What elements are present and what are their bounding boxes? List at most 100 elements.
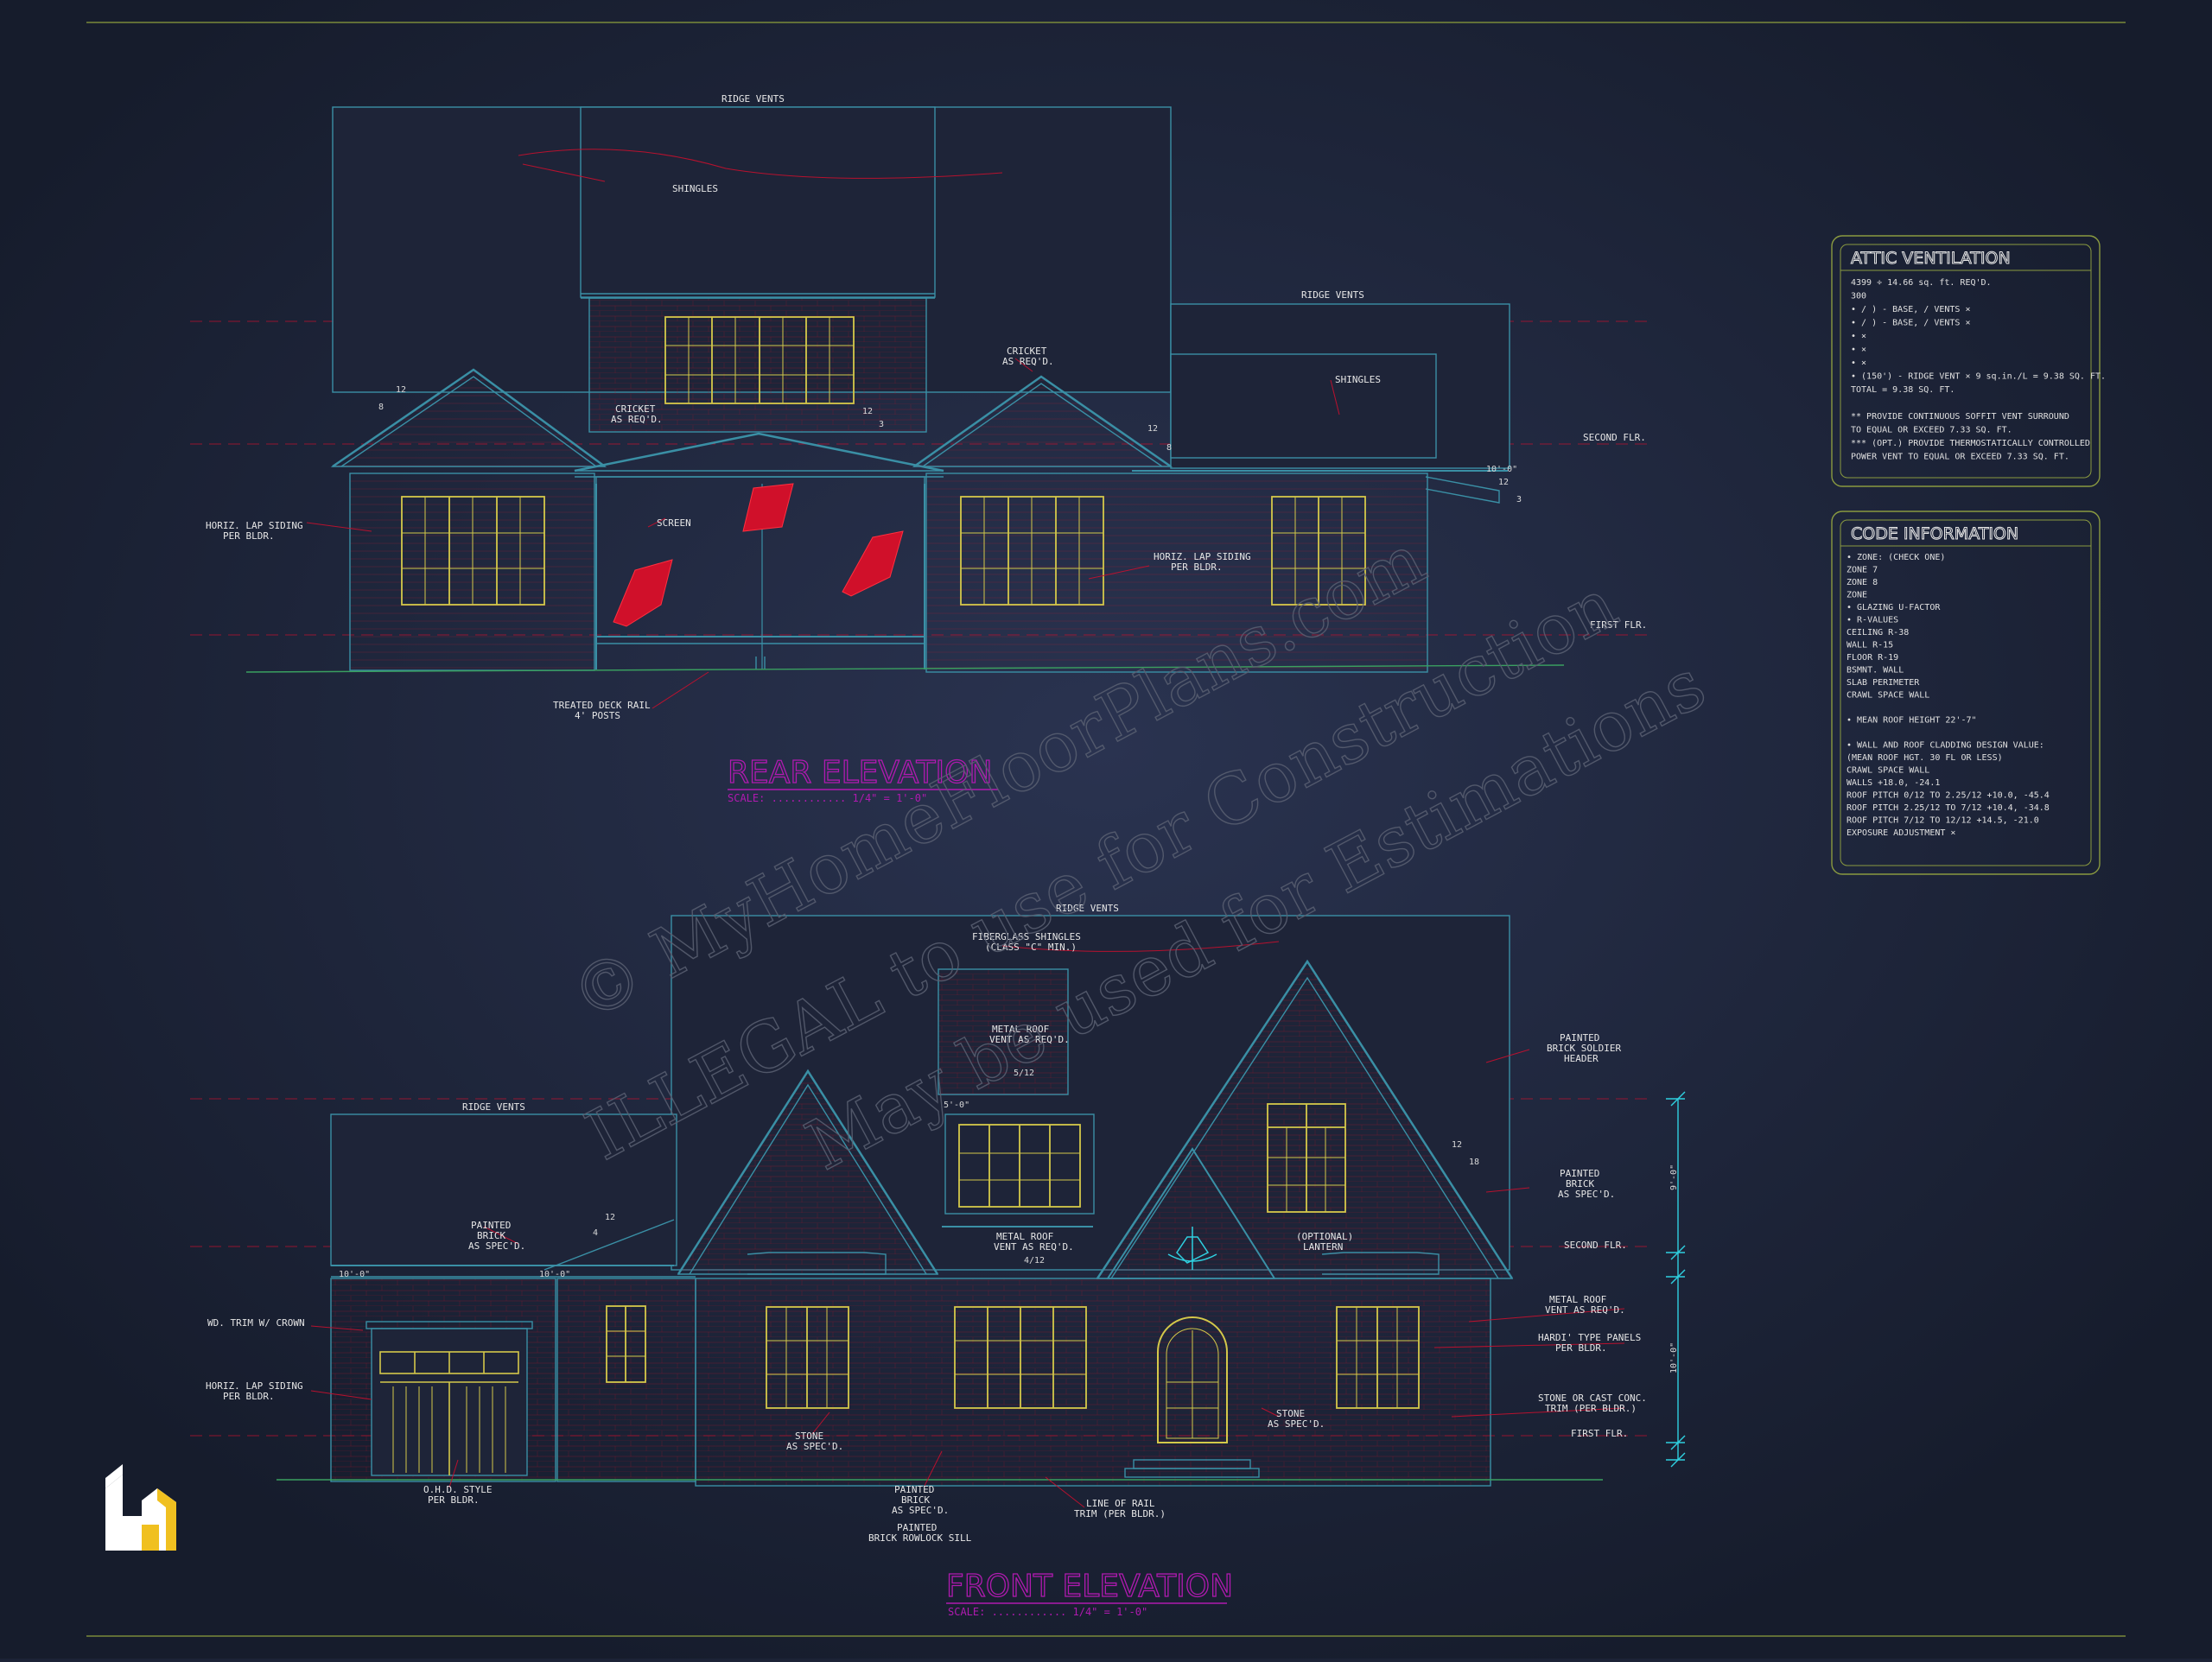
code-line: EXPOSURE ADJUSTMENT × [1847, 828, 1955, 838]
rear-pitch-12-c: 12 [1147, 424, 1158, 434]
house-h-logo-icon [105, 1464, 176, 1551]
code-line: • ZONE: (CHECK ONE) [1847, 553, 1945, 562]
rear-pitch-12-b: 12 [862, 407, 873, 416]
front-label-stone-cast-1: STONE OR CAST CONC. [1538, 1392, 1647, 1404]
code-line: WALLS +18.0, -24.1 [1847, 778, 1940, 788]
rear-label-siding-right-2: PER BLDR. [1171, 561, 1223, 573]
front-pitch-12-a: 12 [605, 1213, 615, 1222]
front-windows [606, 1103, 1420, 1409]
rear-label-cricket-left-1: CRICKET [615, 403, 656, 415]
attic-line: • × [1851, 332, 1866, 341]
attic-line: • (150') - RIDGE VENT × 9 sq.in./L = 9.3… [1851, 372, 2106, 382]
front-label-hardi-2: PER BLDR. [1555, 1342, 1607, 1354]
front-label-painted-right-3: AS SPEC'D. [1558, 1189, 1615, 1200]
rear-pitch-8-a: 8 [378, 403, 384, 412]
rear-label-screen: SCREEN [657, 517, 691, 529]
front-label-stone-right-1: STONE [1276, 1408, 1305, 1419]
front-label-soldier-1: PAINTED [1560, 1032, 1599, 1044]
attic-line: • / ) - BASE, / VENTS × [1851, 305, 1970, 314]
rear-elevation-scale: SCALE: ............ 1/4" = 1'-0" [728, 792, 927, 804]
front-pitch-12-b: 12 [1452, 1140, 1462, 1150]
code-line: ZONE 8 [1847, 578, 1878, 587]
code-line: • GLAZING U-FACTOR [1847, 603, 1941, 612]
front-label-metal-roof-upper-2: VENT AS REQ'D. [989, 1034, 1070, 1045]
attic-line: ** PROVIDE CONTINUOUS SOFFIT VENT SURROU… [1851, 412, 2069, 422]
rear-label-shingles-right: SHINGLES [1335, 374, 1381, 385]
front-pitch-18-b: 18 [1469, 1158, 1479, 1167]
code-line: ZONE [1847, 591, 1867, 600]
lantern-icon [1167, 1227, 1217, 1270]
code-line: BSMNT. WALL [1847, 666, 1904, 676]
front-label-soldier-2: BRICK SOLDIER [1547, 1043, 1621, 1054]
attic-line: 300 [1851, 292, 1866, 301]
front-pitch-4-a: 4 [593, 1228, 598, 1238]
front-label-wd-trim: WD. TRIM W/ CROWN [207, 1317, 305, 1329]
front-label-fiberglass-1: FIBERGLASS SHINGLES [972, 931, 1081, 942]
front-dim-5-0: 5'-0" [944, 1101, 969, 1110]
front-elevation [190, 915, 1686, 1508]
attic-line: 4399 ÷ 14.66 sq. ft. REQ'D. [1851, 278, 1992, 288]
front-label-metal-roof-center-2: VENT AS REQ'D. [994, 1241, 1074, 1253]
attic-ventilation-title: ATTIC VENTILATION [1851, 249, 2011, 268]
front-label-lantern-2: LANTERN [1303, 1241, 1343, 1253]
code-line: • MEAN ROOF HEIGHT 22'-7" [1847, 716, 1977, 726]
front-label-painted-bottom-3: AS SPEC'D. [892, 1505, 949, 1516]
rear-label-deck-rail-1: TREATED DECK RAIL [553, 700, 651, 711]
front-label-ridge-vents-top: RIDGE VENTS [1056, 903, 1119, 914]
rear-label-second-flr: SECOND FLR. [1583, 432, 1646, 443]
rear-pitch-3-b: 3 [879, 420, 884, 429]
code-line: FLOOR R-19 [1847, 653, 1898, 663]
front-label-soldier-3: HEADER [1564, 1053, 1599, 1064]
code-information-title: CODE INFORMATION [1851, 524, 2018, 543]
front-label-second-flr: SECOND FLR. [1564, 1240, 1627, 1251]
attic-ventilation-panel: ATTIC VENTILATION 4399 ÷ 14.66 sq. ft. R… [1831, 235, 2106, 487]
front-label-ohd-2: PER BLDR. [428, 1494, 480, 1506]
front-label-painted-bottom-2: BRICK [901, 1494, 930, 1506]
rear-pitch-12-d: 12 [1498, 478, 1509, 487]
front-label-painted-left-3: AS SPEC'D. [468, 1240, 525, 1252]
code-information-panel: CODE INFORMATION • ZONE: (CHECK ONE) ZON… [1831, 511, 2101, 875]
front-label-lantern-1: (OPTIONAL) [1296, 1231, 1353, 1242]
front-label-ridge-vents-left: RIDGE VENTS [462, 1101, 525, 1113]
attic-line: *** (OPT.) PROVIDE THERMOSTATICALLY CONT… [1851, 439, 2090, 448]
front-label-fiberglass-2: (CLASS "C" MIN.) [985, 942, 1077, 953]
front-label-ohd-1: O.H.D. STYLE [423, 1484, 492, 1495]
attic-line: POWER VENT TO EQUAL OR EXCEED 7.33 SQ. F… [1851, 453, 2069, 462]
front-elevation-title: FRONT ELEVATION [946, 1569, 1233, 1604]
code-information-lines: • ZONE: (CHECK ONE) ZONE 7 ZONE 8 ZONE • … [1847, 553, 2050, 838]
attic-line: TO EQUAL OR EXCEED 7.33 SQ. FT. [1851, 426, 2012, 435]
attic-line: • / ) - BASE, / VENTS × [1851, 319, 1970, 328]
front-label-stone-left-2: AS SPEC'D. [786, 1441, 843, 1452]
rear-pitch-8-c: 8 [1166, 443, 1172, 453]
code-line: • R-VALUES [1847, 616, 1898, 625]
front-label-metal-roof-center-1: METAL ROOF [996, 1231, 1053, 1242]
front-label-painted-right-1: PAINTED [1560, 1168, 1599, 1179]
front-pitch-5-12: 5/12 [1014, 1069, 1034, 1078]
front-dim-vertical-upper: 9'-0" [1669, 1164, 1679, 1190]
code-line: CRAWL SPACE WALL [1847, 766, 1929, 776]
front-label-rowlock-1: PAINTED [897, 1522, 937, 1533]
rear-label-ridge-vents-top: RIDGE VENTS [721, 93, 785, 105]
front-label-metal-roof-right-1: METAL ROOF [1549, 1294, 1606, 1305]
front-label-painted-left-2: BRICK [477, 1230, 505, 1241]
front-label-stone-cast-2: TRIM (PER BLDR.) [1545, 1403, 1637, 1414]
attic-line: • × [1851, 346, 1866, 355]
code-line: CEILING R-38 [1847, 628, 1909, 638]
rear-elevation [190, 106, 1650, 709]
code-line: ROOF PITCH 0/12 TO 2.25/12 +10.0, -45.4 [1847, 791, 2050, 801]
front-dim-10-a: 10'-0" [339, 1270, 370, 1279]
rear-pitch-3-d: 3 [1516, 495, 1522, 504]
rear-elevation-title: REAR ELEVATION [728, 755, 992, 790]
front-labels: RIDGE VENTS FIBERGLASS SHINGLES (CLASS "… [206, 903, 1679, 1618]
front-label-line-of-rail-2: TRIM (PER BLDR.) [1074, 1508, 1166, 1519]
rear-label-siding-left-2: PER BLDR. [223, 530, 275, 542]
front-elevation-scale: SCALE: ............ 1/4" = 1'-0" [948, 1606, 1147, 1618]
front-dim-10-b: 10'-0" [539, 1270, 570, 1279]
front-label-metal-roof-upper-1: METAL ROOF [992, 1024, 1049, 1035]
code-line: ZONE 7 [1847, 566, 1878, 575]
rear-label-siding-left-1: HORIZ. LAP SIDING [206, 520, 303, 531]
rear-label-cricket-center-1: CRICKET [1007, 346, 1047, 357]
code-line: ROOF PITCH 7/12 TO 12/12 +14.5, -21.0 [1847, 816, 2039, 826]
